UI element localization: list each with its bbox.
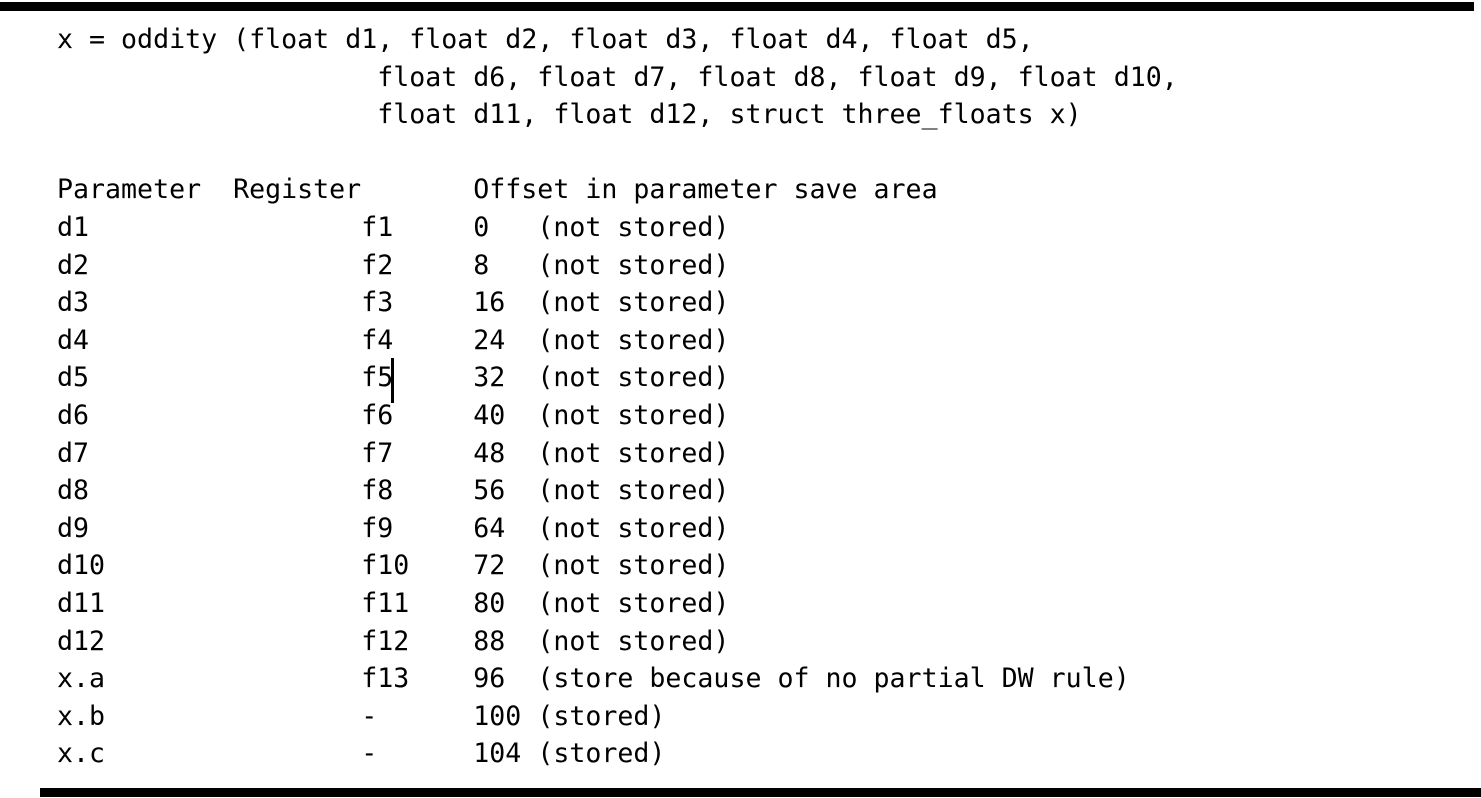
offset-cell: 56	[473, 475, 506, 507]
parameter-cell: d9	[57, 512, 90, 544]
parameter-cell: d5	[57, 362, 90, 394]
register-cell: f12	[361, 625, 410, 657]
register-cell: f13	[361, 663, 410, 695]
note-cell: (stored)	[537, 700, 666, 732]
figure-content: x = oddity (float d1, float d2, float d3…	[57, 21, 1457, 773]
register-cell: -	[361, 738, 378, 770]
blank-line	[57, 134, 1457, 172]
offset-cell: 32	[473, 362, 506, 394]
parameter-cell: d2	[57, 249, 90, 281]
note-cell: (not stored)	[537, 249, 730, 281]
table-row: d1 f1 0 (not stored)	[57, 209, 1457, 247]
register-cell: f10	[361, 550, 410, 582]
code-text: float d6, float d7, float d8, float d9, …	[377, 61, 1178, 93]
note-cell: (not stored)	[537, 211, 730, 243]
table-row: d6 f6 40 (not stored)	[57, 397, 1457, 435]
note-cell: (not stored)	[537, 625, 730, 657]
table-row: d4 f4 24 (not stored)	[57, 322, 1457, 360]
note-cell: (not stored)	[537, 399, 730, 431]
note-cell: (not stored)	[537, 587, 730, 619]
note-cell: (not stored)	[537, 287, 730, 319]
offset-cell: 0	[473, 211, 490, 243]
table-row: d7 f7 48 (not stored)	[57, 435, 1457, 473]
offset-cell: 104	[473, 738, 522, 770]
code-line-2: float d6, float d7, float d8, float d9, …	[57, 59, 1457, 97]
note-cell: (not stored)	[537, 475, 730, 507]
register-cell: f2	[361, 249, 394, 281]
table-row: d11 f11 80 (not stored)	[57, 585, 1457, 623]
note-cell: (not stored)	[537, 324, 730, 356]
table-row: x.b - 100 (stored)	[57, 698, 1457, 736]
parameter-cell: d4	[57, 324, 90, 356]
offset-cell: 96	[473, 663, 506, 695]
register-cell: f3	[361, 287, 394, 319]
parameter-cell: x.c	[57, 738, 106, 770]
table-row: d8 f8 56 (not stored)	[57, 472, 1457, 510]
register-cell: f8	[361, 475, 394, 507]
note-cell: (not stored)	[537, 550, 730, 582]
parameter-cell: x.a	[57, 663, 106, 695]
offset-cell: 100	[473, 700, 522, 732]
register-cell: f1	[361, 211, 394, 243]
table-row: x.c - 104 (stored)	[57, 735, 1457, 773]
register-cell: f6	[361, 399, 394, 431]
parameter-cell: d1	[57, 211, 90, 243]
table-row: d3 f3 16 (not stored)	[57, 284, 1457, 322]
code-line-1: x = oddity (float d1, float d2, float d3…	[57, 21, 1457, 59]
table-row: d5 f5 32 (not stored)	[57, 359, 1457, 397]
register-cell: f5	[361, 362, 394, 394]
parameter-cell: d7	[57, 437, 90, 469]
offset-cell: 72	[473, 550, 506, 582]
register-cell: f11	[361, 587, 410, 619]
note-cell: (store because of no partial DW rule)	[537, 663, 1130, 695]
parameter-cell: d10	[57, 550, 106, 582]
code-text: float d11, float d12, struct three_float…	[377, 99, 1082, 131]
parameter-cell: x.b	[57, 700, 106, 732]
register-cell: f4	[361, 324, 394, 356]
register-cell: f7	[361, 437, 394, 469]
offset-cell: 88	[473, 625, 506, 657]
note-cell: (not stored)	[537, 512, 730, 544]
parameter-cell: d12	[57, 625, 106, 657]
table-row: x.a f13 96 (store because of no partial …	[57, 660, 1457, 698]
parameter-cell: d11	[57, 587, 106, 619]
table-row: d2 f2 8 (not stored)	[57, 247, 1457, 285]
offset-cell: 8	[473, 249, 490, 281]
offset-cell: 64	[473, 512, 506, 544]
parameter-cell: d6	[57, 399, 90, 431]
offset-cell: 16	[473, 287, 506, 319]
code-line-3: float d11, float d12, struct three_float…	[57, 96, 1457, 134]
table-row: d10 f10 72 (not stored)	[57, 547, 1457, 585]
table-row: d9 f9 64 (not stored)	[57, 510, 1457, 548]
header-offset: Offset in parameter save area	[473, 174, 938, 206]
offset-cell: 48	[473, 437, 506, 469]
bottom-rule	[40, 788, 1481, 797]
table-row: d12 f12 88 (not stored)	[57, 623, 1457, 661]
header-parameter: Parameter	[57, 174, 202, 206]
text-cursor	[391, 358, 394, 403]
register-cell: f9	[361, 512, 394, 544]
top-rule	[0, 2, 1474, 11]
register-cell: -	[361, 700, 378, 732]
header-register: Register	[233, 174, 362, 206]
parameter-cell: d8	[57, 475, 90, 507]
offset-cell: 24	[473, 324, 506, 356]
note-cell: (stored)	[537, 738, 666, 770]
offset-cell: 80	[473, 587, 506, 619]
offset-cell: 40	[473, 399, 506, 431]
code-text: x = oddity (float d1, float d2, float d3…	[57, 24, 1034, 55]
table-header-row: Parameter Register Offset in parameter s…	[57, 171, 1457, 209]
parameter-cell: d3	[57, 287, 90, 319]
note-cell: (not stored)	[537, 437, 730, 469]
note-cell: (not stored)	[537, 362, 730, 394]
